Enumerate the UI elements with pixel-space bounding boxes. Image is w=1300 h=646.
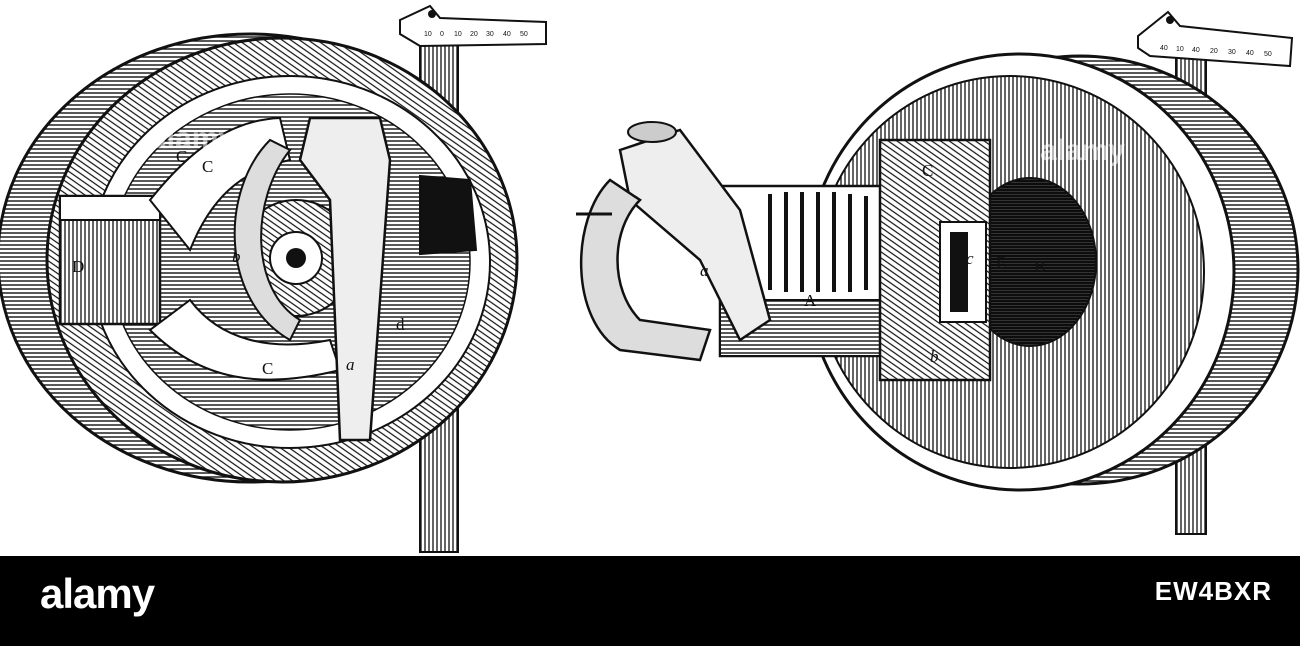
left-label-c-lower: C (262, 359, 273, 378)
left-scale-tick: 50 (520, 31, 528, 38)
right-label-c-small: c (966, 249, 974, 268)
left-tangent-scale: 10 0 10 20 30 40 50 (399, 4, 547, 48)
right-scale-tick: 20 (1210, 48, 1218, 55)
left-scale-tick: 40 (503, 31, 511, 38)
engraving-illustration: 10 0 10 20 30 40 50 (0, 4, 1300, 553)
right-lever-handle (618, 128, 772, 342)
left-scale-tick: 10 (424, 31, 432, 38)
left-label-c-lug: c (448, 207, 456, 226)
left-lever-a (298, 116, 392, 442)
left-scale-tick: 10 (454, 31, 462, 38)
left-curved-link (233, 138, 302, 342)
right-scale-tick: 10 (1176, 46, 1184, 53)
right-label-b: B (1034, 257, 1045, 276)
right-scale-tick: 30 (1228, 49, 1236, 56)
left-lug-c (419, 174, 478, 256)
left-scale-ticks: 10 0 10 20 30 40 50 (424, 31, 528, 38)
right-label-c: C (922, 161, 933, 180)
right-label-a: a (700, 261, 709, 280)
left-scale-tick: 0 (440, 31, 444, 38)
footer-bar: alamy EW4BXR (0, 556, 1300, 646)
right-scale-tick: 40 (1246, 50, 1254, 57)
right-handle-loop (579, 178, 712, 362)
left-carrier-upper (148, 116, 292, 252)
watermark-right: alamy (1040, 134, 1125, 167)
left-label-c-top: C (176, 147, 187, 166)
left-scale-tick: 20 (470, 31, 478, 38)
image-id-code: EW4BXR (1154, 576, 1272, 606)
left-label-a: a (346, 355, 355, 374)
right-tangent-scale: 40 10 40 20 30 40 50 (1137, 10, 1294, 68)
right-breech-view: 40 10 40 20 30 40 50 (576, 10, 1300, 535)
left-label-d: D (72, 257, 84, 276)
left-scale-tick: 30 (486, 31, 494, 38)
right-label-b-small: b (930, 347, 939, 366)
right-screw-threads (768, 192, 868, 292)
right-scale-tick: 40 (1160, 45, 1168, 52)
right-scale-tick: 40 (1192, 47, 1200, 54)
left-label-b: b (232, 247, 241, 266)
right-label-e: E (996, 253, 1006, 272)
watermark-left: alamy (150, 122, 235, 155)
left-label-c-upper: C (202, 157, 213, 176)
right-scale-tick: 50 (1264, 51, 1272, 58)
right-label-a-block: A (804, 291, 817, 310)
footer-brand-logo: alamy (40, 570, 155, 617)
stock-image-id: EW4BXR (1155, 576, 1272, 607)
left-label-d-small: d (396, 315, 405, 334)
left-breech-view: 10 0 10 20 30 40 50 (0, 4, 547, 553)
